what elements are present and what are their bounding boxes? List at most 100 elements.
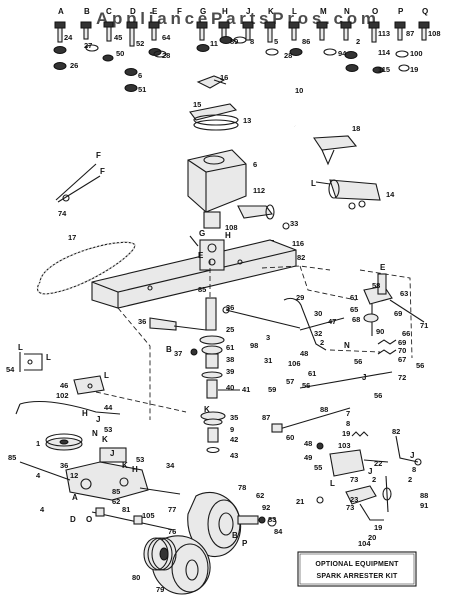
callout-53-b: 53 <box>136 455 144 464</box>
bracket-part-18 <box>313 135 358 166</box>
letter-n-lever: N <box>344 341 350 350</box>
letter-f-1: F <box>96 151 101 160</box>
bracket-part-54 <box>19 352 43 372</box>
throttle-cable-74 <box>55 163 101 203</box>
callout-42: 42 <box>230 435 238 444</box>
callout-98: 98 <box>250 341 258 350</box>
callout-64: 64 <box>162 33 171 42</box>
callout-61-center: 61 <box>226 343 234 352</box>
shift-lever-36 <box>149 317 207 331</box>
dashed-leader <box>299 265 357 301</box>
letter-p-wheel: P <box>242 539 248 548</box>
nut-icon <box>316 442 324 450</box>
callout-52: 52 <box>136 39 144 48</box>
dashed-leader <box>95 391 187 413</box>
transaxle-assembly <box>19 447 181 501</box>
callout-76: 76 <box>168 527 176 536</box>
callout-56: 56 <box>416 361 424 370</box>
hw-letter-l: L <box>292 7 297 16</box>
pulley-part-1 <box>45 433 83 451</box>
callout-114: 114 <box>378 48 391 57</box>
belt-guide-15-13 <box>189 103 239 131</box>
callout-80: 80 <box>132 573 140 582</box>
callout-45: 45 <box>114 33 122 42</box>
callout-89: 89 <box>230 37 238 46</box>
callout-16: 16 <box>220 73 228 82</box>
callout-87: 87 <box>406 29 414 38</box>
letter-h-frame: H <box>225 231 231 240</box>
callout-25: 25 <box>226 325 234 334</box>
letter-e-bracket: E <box>380 263 386 272</box>
callout-91: 91 <box>420 501 428 510</box>
dashed-leader <box>329 349 381 353</box>
callout-40: 40 <box>226 383 234 392</box>
callout-88-r: 88 <box>420 491 428 500</box>
callout-102: 102 <box>56 391 69 400</box>
callout-26: 26 <box>70 61 78 70</box>
callout-71: 71 <box>420 321 428 330</box>
callout-50: 50 <box>116 49 124 58</box>
callout-4-b: 4 <box>40 505 45 514</box>
hw-letter-e: E <box>152 7 158 16</box>
letter-e-frame: E <box>198 251 204 260</box>
callout-13: 13 <box>243 116 251 125</box>
callout-56-low: 56 <box>374 391 382 400</box>
nut-icon <box>53 36 384 92</box>
clutch-rod-44 <box>15 401 121 415</box>
hub-part-80 <box>143 537 177 571</box>
callout-66: 66 <box>402 329 410 338</box>
callout-56-mid: 56 <box>302 381 310 390</box>
callout-49: 49 <box>304 453 312 462</box>
callout-56-rod: 56 <box>354 357 362 366</box>
callout-65: 65 <box>350 305 358 314</box>
callout-14: 14 <box>386 190 395 199</box>
callout-63: 63 <box>400 289 408 298</box>
callout-38: 38 <box>226 355 234 364</box>
callout-41: 41 <box>242 385 250 394</box>
spring-part-69 <box>377 339 397 355</box>
letter-f-2: F <box>100 167 105 176</box>
nut-icon <box>190 348 198 356</box>
letter-j-55: J <box>368 467 372 476</box>
letter-l-46: L <box>104 371 109 380</box>
callout-28b: 28 <box>284 51 292 60</box>
callout-69-b: 69 <box>398 338 406 347</box>
spring-part-19 <box>351 431 369 437</box>
watermark-text: AppliancePartsPros.com <box>96 9 376 28</box>
callout-23: 23 <box>350 495 358 504</box>
letter-h-44: H <box>82 409 88 418</box>
callout-73-a: 73 <box>350 475 358 484</box>
callout-7: 7 <box>346 409 350 418</box>
hw-letter-b: B <box>84 7 90 16</box>
brake-arm-73 <box>345 475 392 521</box>
callout-8-r: 8 <box>412 465 416 474</box>
wheel-part-78 <box>187 491 277 558</box>
shaft-stack <box>199 297 226 454</box>
callout-51: 51 <box>138 85 146 94</box>
letter-l-muffler: L <box>311 179 316 188</box>
hw-letter-d: D <box>130 7 136 16</box>
hardware-row: A B C D E F G H J K L M N O P Q <box>53 7 441 94</box>
callout-8: 8 <box>250 37 254 46</box>
hose-part-10 <box>291 95 316 127</box>
washer-icon <box>282 222 290 230</box>
dashed-leader <box>117 307 151 420</box>
letter-n-1: N <box>92 429 98 438</box>
callout-12: 12 <box>70 471 78 480</box>
callout-46: 46 <box>60 381 68 390</box>
callout-70: 70 <box>398 346 406 355</box>
callout-19-a: 19 <box>342 429 350 438</box>
callout-82-top: 82 <box>297 253 305 262</box>
callout-5: 5 <box>274 37 278 46</box>
callout-81: 81 <box>122 505 130 514</box>
callout-22: 22 <box>374 459 382 468</box>
callout-2-hw: 2 <box>356 37 360 46</box>
callout-68: 68 <box>352 315 360 324</box>
letter-j-lever: J <box>362 373 366 382</box>
hw-letter-c: C <box>106 7 112 16</box>
brake-rod-82 <box>395 435 422 466</box>
callout-36-left: 36 <box>60 461 68 470</box>
callout-6-hw: 6 <box>138 71 142 80</box>
callout-44: 44 <box>104 403 113 412</box>
